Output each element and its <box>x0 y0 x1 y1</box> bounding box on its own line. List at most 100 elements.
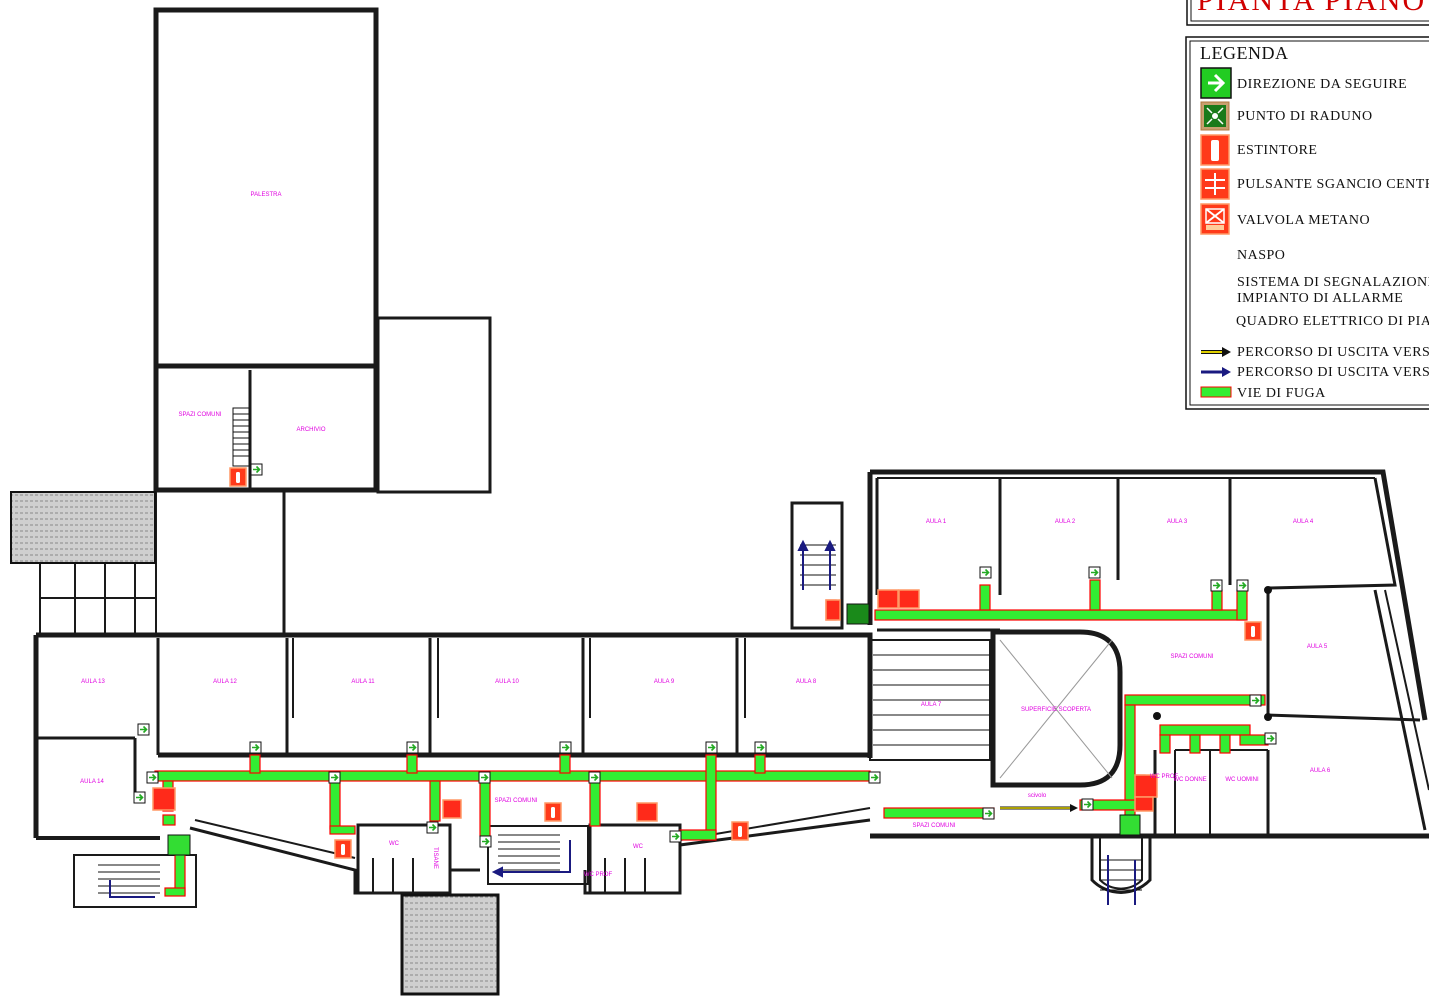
safety-signs <box>152 467 1272 859</box>
legend-label-route-yellow: PERCORSO DI USCITA VERS <box>1237 345 1429 360</box>
direction-arrow-icon <box>146 771 159 784</box>
legend-label-route-blue: PERCORSO DI USCITA VERS <box>1237 365 1429 380</box>
legend-label-assembly: PUNTO DI RADUNO <box>1237 109 1373 124</box>
gas-valve-icon <box>636 802 658 822</box>
hatched-area-left <box>10 491 156 564</box>
direction-arrow-icon <box>328 771 341 784</box>
fire-extinguisher-icon <box>544 802 562 822</box>
power-cutoff-button-icon <box>442 799 462 819</box>
direction-arrow-icon <box>426 821 439 834</box>
naspo-icon <box>1153 712 1161 720</box>
room-label-wc: WC <box>389 841 400 847</box>
gas-valve-icon <box>1134 796 1154 812</box>
direction-arrow-icon <box>1236 579 1249 592</box>
naspo-icon <box>1264 586 1272 594</box>
room-label-spazi-comuni-right: SPAZI COMUNI <box>1171 654 1214 660</box>
power-cutoff-button-icon <box>152 787 176 811</box>
room-label-scivolo: scivolo <box>1028 793 1047 799</box>
stair-steps <box>98 407 1142 894</box>
blue-exit-routes <box>109 539 1136 905</box>
direction-arrow-icon <box>1200 67 1232 99</box>
fire-extinguisher-icon <box>229 467 247 487</box>
direction-arrow-icon <box>1081 798 1094 811</box>
room-label-spazi-comuni-bottom: SPAZI COMUNI <box>913 823 956 829</box>
room-label-aula-8: AULA 8 <box>796 679 817 685</box>
room-label-aula-14: AULA 14 <box>80 779 104 785</box>
legend: LEGENDA DIREZIONE DA SEGUIRE PUNTO DI RA… <box>1185 36 1429 410</box>
legend-label-power-cutoff: PULSANTE SGANCIO CENTR <box>1237 177 1429 192</box>
assembly-point-icon <box>846 603 870 625</box>
direction-signs <box>133 463 1277 848</box>
direction-arrow-icon <box>1264 732 1277 745</box>
room-label-aula-3: AULA 3 <box>1167 519 1188 525</box>
direction-arrow-icon <box>1088 566 1101 579</box>
gas-valve-icon <box>1200 203 1230 235</box>
room-label-aula-4: AULA 4 <box>1293 519 1314 525</box>
yellow-route-arrow-icon <box>1201 347 1231 357</box>
gas-valve-icon <box>898 589 920 609</box>
blue-route-arrow-icon <box>1201 367 1231 377</box>
assembly-point-icon <box>1119 814 1141 836</box>
room-label-aula-13: AULA 13 <box>81 679 105 685</box>
room-label-aula-6: AULA 6 <box>1310 768 1331 774</box>
legend-label-direction: DIREZIONE DA SEGUIRE <box>1237 77 1407 92</box>
direction-arrow-icon <box>1249 694 1262 707</box>
hatched-area-bottom <box>400 893 500 996</box>
direction-arrow-icon <box>406 741 419 754</box>
direction-arrow-icon <box>478 771 491 784</box>
room-label-spazi-comuni-mid: SPAZI COMUNI <box>495 798 538 804</box>
legend-label-signal-system: SISTEMA DI SEGNALAZIONE <box>1237 275 1429 290</box>
room-label-wc-prof: WC PROF <box>584 872 613 878</box>
assembly-point-icon <box>167 834 191 856</box>
assembly-points <box>167 603 1141 856</box>
room-label-wc-2: WC <box>633 844 644 850</box>
direction-arrow-icon <box>559 741 572 754</box>
legend-title: LEGENDA <box>1200 43 1288 63</box>
room-label-aula-2: AULA 2 <box>1055 519 1076 525</box>
direction-arrow-icon <box>669 830 682 843</box>
room-label-archivio: ARCHIVIO <box>296 427 325 433</box>
room-label-wc-uomini: WC UOMINI <box>1225 777 1259 783</box>
escape-route-bar-icon <box>1200 386 1232 398</box>
legend-label-extinguisher: ESTINTORE <box>1237 143 1317 158</box>
legend-label-escape: VIE DI FUGA <box>1237 386 1326 401</box>
direction-arrow-icon <box>250 463 263 476</box>
room-label-wc-donne: WC DONNE <box>1173 777 1206 783</box>
fire-extinguisher-icon <box>731 821 749 841</box>
assembly-point-icon <box>1200 101 1230 131</box>
direction-arrow-icon <box>137 723 150 736</box>
room-label-aula-9: AULA 9 <box>654 679 675 685</box>
room-label-palestra: PALESTRA <box>251 192 282 198</box>
legend-label-gas-valve: VALVOLA METANO <box>1237 213 1370 228</box>
building-walls <box>33 7 1429 908</box>
room-label-aula-11: AULA 11 <box>351 679 375 685</box>
power-cutoff-button-icon <box>1200 168 1230 200</box>
direction-arrow-icon <box>249 741 262 754</box>
direction-arrow-icon <box>982 807 995 820</box>
direction-arrow-icon <box>868 771 881 784</box>
room-label-aula-1: AULA 1 <box>926 519 947 525</box>
power-cutoff-button-icon <box>825 599 841 621</box>
plan-title: PIANTA PIANO <box>1197 0 1426 17</box>
direction-arrow-icon <box>479 835 492 848</box>
room-label-aula-10: AULA 10 <box>495 679 519 685</box>
direction-arrow-icon <box>133 791 146 804</box>
room-label-superficie-scoperta: SUPERFICIE SCOPERTA <box>1021 707 1091 713</box>
fire-extinguisher-icon <box>1244 621 1262 641</box>
escape-routes <box>154 579 1269 897</box>
legend-label-alarm: IMPIANTO DI ALLARME <box>1237 291 1403 306</box>
yellow-exit-route <box>1000 804 1078 812</box>
direction-arrow-icon <box>754 741 767 754</box>
room-label-aula-12: AULA 12 <box>213 679 237 685</box>
naspo-icon <box>1264 713 1272 721</box>
direction-arrow-icon <box>705 741 718 754</box>
legend-label-electric-panel: QUADRO ELETTRICO DI PIA <box>1236 314 1429 329</box>
fire-extinguisher-icon <box>1200 134 1230 166</box>
power-cutoff-button-icon <box>877 589 899 609</box>
legend-label-naspo: NASPO <box>1237 248 1285 263</box>
direction-arrow-icon <box>1210 579 1223 592</box>
room-label-aula-7: AULA 7 <box>921 702 942 708</box>
room-label-aula-5: AULA 5 <box>1307 644 1328 650</box>
direction-arrow-icon <box>588 771 601 784</box>
